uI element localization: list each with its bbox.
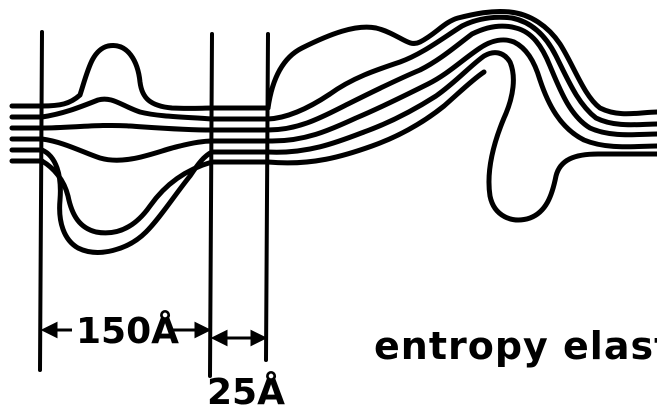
caption-text: entropy elasti [374, 324, 657, 368]
vertical-line-middle-right [266, 34, 268, 360]
dimension-label-150: 150Å [76, 310, 179, 352]
vertical-line-middle-left [210, 34, 212, 376]
vertical-line-left [40, 32, 42, 370]
dimension-label-25: 25Å [207, 371, 285, 412]
